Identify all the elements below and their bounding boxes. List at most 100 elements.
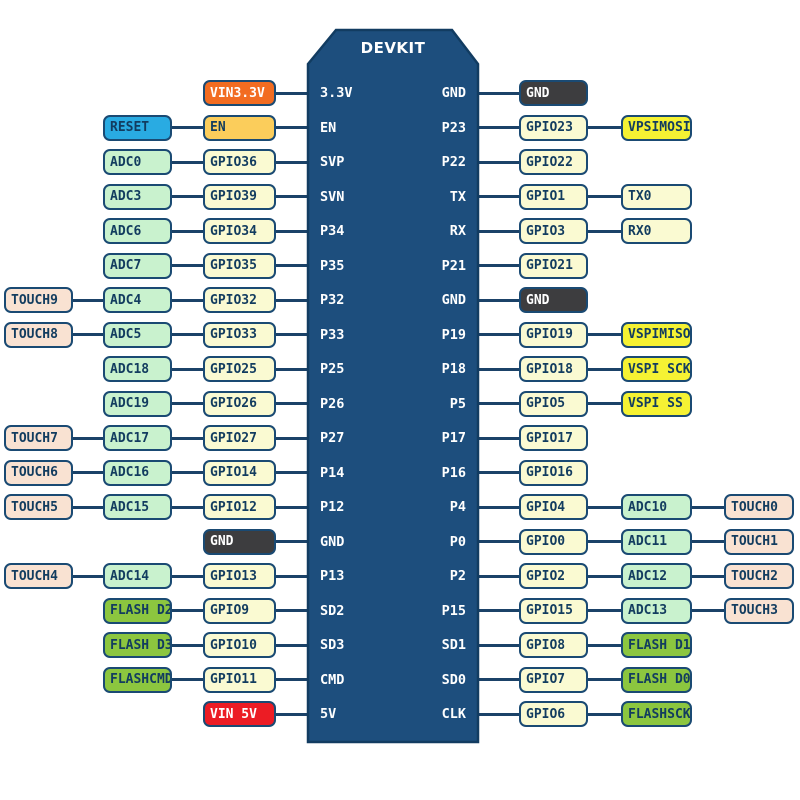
pin-box-vspi-sck: VSPI SCK	[621, 356, 692, 382]
pin-box-touch1: TOUCH1	[724, 528, 794, 555]
pin-box-adc14: ADC14	[103, 563, 172, 589]
pin-box-flash-d0: FLASH D0	[621, 666, 692, 693]
chip-body	[306, 28, 480, 744]
pin-box-adc5: ADC5	[103, 321, 172, 348]
pin-box-touch2: TOUCH2	[724, 563, 794, 589]
chip-pin-5v-left: 5V	[320, 706, 337, 722]
pin-box-adc17: ADC17	[103, 425, 172, 451]
chip-pin-p14-left: P14	[320, 464, 345, 481]
chip-pin-p5-right: P5	[449, 395, 466, 412]
chip-pin-3-3v-left: 3.3V	[320, 85, 353, 101]
pin-box-gpio34: GPIO34	[203, 218, 276, 244]
pin-box-gpio0: GPIO0	[519, 528, 588, 555]
chip-pin-p35-left: P35	[320, 257, 345, 274]
chip-pin-sd2-left: SD2	[320, 602, 345, 619]
pin-box-adc15: ADC15	[103, 494, 172, 520]
pin-box-gpio4: GPIO4	[519, 494, 588, 520]
pin-box-adc7: ADC7	[103, 252, 172, 279]
pin-box-adc3: ADC3	[103, 183, 172, 210]
chip-pin-p17-right: P17	[441, 430, 466, 446]
chip-pin-p27-left: P27	[320, 430, 345, 446]
pin-box-gpio14: GPIO14	[203, 459, 276, 486]
pin-box-touch9: TOUCH9	[4, 287, 73, 313]
pin-box-gpio19: GPIO19	[519, 321, 588, 348]
pin-box-adc19: ADC19	[103, 390, 172, 417]
chip-pin-tx-right: TX	[449, 188, 466, 205]
pin-box-gpio3: GPIO3	[519, 218, 588, 244]
chip-pin-p4-right: P4	[449, 499, 466, 515]
chip-pin-rx-right: RX	[449, 223, 466, 239]
pin-box-en: EN	[203, 114, 276, 141]
chip-pin-p15-right: P15	[441, 602, 466, 619]
chip-pin-p21-right: P21	[441, 257, 466, 274]
chip-pin-p22-right: P22	[441, 154, 466, 170]
pin-box-tx0: TX0	[621, 183, 692, 210]
pin-box-gpio9: GPIO9	[203, 597, 276, 624]
pin-box-flashcmd: FLASHCMD	[103, 666, 172, 693]
pin-box-touch8: TOUCH8	[4, 321, 73, 348]
chip-pin-p34-left: P34	[320, 223, 345, 239]
pin-box-vpsimosi: VPSIMOSI	[621, 114, 692, 141]
chip-pin-p12-left: P12	[320, 499, 345, 515]
pin-box-touch4: TOUCH4	[4, 563, 73, 589]
chip-pin-p2-right: P2	[449, 568, 466, 584]
chip-pin-p32-left: P32	[320, 292, 345, 308]
pin-box-gpio12: GPIO12	[203, 494, 276, 520]
pin-box-touch0: TOUCH0	[724, 494, 794, 520]
chip-pin-sd1-right: SD1	[441, 637, 466, 653]
pin-box-flashsck: FLASHSCK	[621, 701, 692, 727]
pin-box-gpio6: GPIO6	[519, 701, 588, 727]
pin-box-touch7: TOUCH7	[4, 425, 73, 451]
pin-box-gpio17: GPIO17	[519, 425, 588, 451]
chip-pin-p19-right: P19	[441, 326, 466, 343]
pin-box-vin-5v: VIN 5V	[203, 701, 276, 727]
pin-box-gpio2: GPIO2	[519, 563, 588, 589]
pin-box-rx0: RX0	[621, 218, 692, 244]
chip-pin-p18-right: P18	[441, 361, 466, 377]
pin-box-gpio32: GPIO32	[203, 287, 276, 313]
pin-box-gpio27: GPIO27	[203, 425, 276, 451]
chip-pin-p25-left: P25	[320, 361, 345, 377]
pin-box-gnd: GND	[203, 528, 276, 555]
pin-box-gpio8: GPIO8	[519, 632, 588, 658]
chip-title: DEVKIT	[360, 39, 426, 57]
chip-pin-p33-left: P33	[320, 326, 345, 343]
chip-pin-p0-right: P0	[449, 533, 466, 550]
pin-box-gpio26: GPIO26	[203, 390, 276, 417]
pin-box-gpio33: GPIO33	[203, 321, 276, 348]
pin-box-gpio36: GPIO36	[203, 149, 276, 175]
pin-box-gpio10: GPIO10	[203, 632, 276, 658]
pin-box-touch5: TOUCH5	[4, 494, 73, 520]
chip-pin-gnd-left: GND	[320, 533, 345, 550]
pin-box-flash-d2: FLASH D2	[103, 597, 172, 624]
chip-pin-p26-left: P26	[320, 395, 345, 412]
pin-box-adc4: ADC4	[103, 287, 172, 313]
pin-box-adc11: ADC11	[621, 528, 692, 555]
pin-box-adc0: ADC0	[103, 149, 172, 175]
pin-box-gnd: GND	[519, 287, 588, 313]
pin-box-adc12: ADC12	[621, 563, 692, 589]
pin-box-gpio21: GPIO21	[519, 252, 588, 279]
pin-box-gpio22: GPIO22	[519, 149, 588, 175]
chip-pin-p16-right: P16	[441, 464, 466, 481]
pin-box-gpio7: GPIO7	[519, 666, 588, 693]
pin-box-reset: RESET	[103, 114, 172, 141]
pin-box-gpio39: GPIO39	[203, 183, 276, 210]
pin-box-flash-d1: FLASH D1	[621, 632, 692, 658]
pin-box-touch6: TOUCH6	[4, 459, 73, 486]
chip-pin-svn-left: SVN	[320, 188, 345, 205]
pin-box-gpio1: GPIO1	[519, 183, 588, 210]
pin-box-vspi-ss: VSPI SS	[621, 390, 692, 417]
pin-box-gpio5: GPIO5	[519, 390, 588, 417]
pin-box-gpio15: GPIO15	[519, 597, 588, 624]
pin-box-touch3: TOUCH3	[724, 597, 794, 624]
pin-box-flash-d3: FLASH D3	[103, 632, 172, 658]
chip-pin-en-left: EN	[320, 119, 337, 136]
pin-box-adc10: ADC10	[621, 494, 692, 520]
pin-box-adc13: ADC13	[621, 597, 692, 624]
pin-box-gpio13: GPIO13	[203, 563, 276, 589]
chip-pin-p13-left: P13	[320, 568, 345, 584]
pin-box-gnd: GND	[519, 80, 588, 106]
